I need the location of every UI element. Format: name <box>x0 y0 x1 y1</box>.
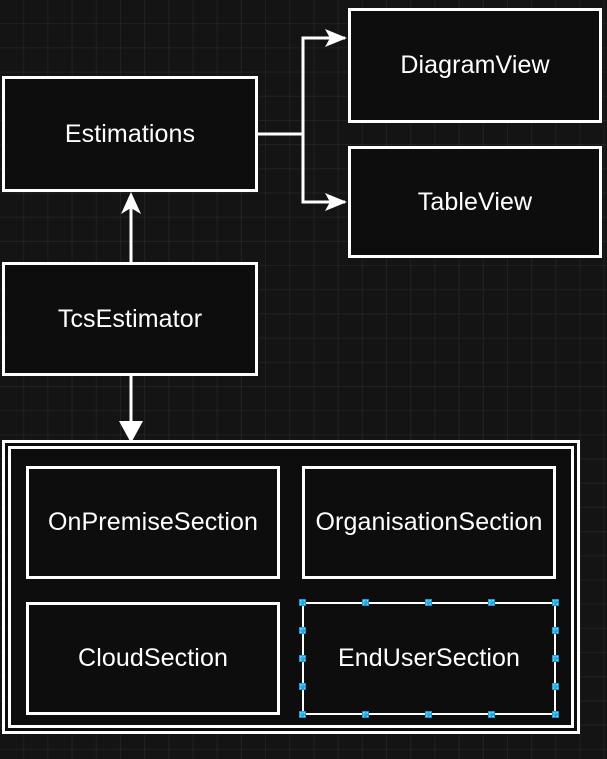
resize-handle[interactable] <box>298 598 306 606</box>
resize-handle[interactable] <box>298 626 306 634</box>
node-organisation-section[interactable]: OrganisationSection <box>302 466 556 579</box>
arrowhead-up-icon <box>121 192 141 214</box>
node-label: Estimations <box>64 119 196 148</box>
edge-tcs-estimator-to-sections-group[interactable] <box>119 376 143 443</box>
node-estimations[interactable]: Estimations <box>2 76 258 192</box>
node-label: TableView <box>417 187 533 216</box>
node-label: EndUserSection <box>337 644 521 672</box>
resize-handle[interactable] <box>298 654 306 662</box>
node-diagram-view[interactable]: DiagramView <box>348 8 602 123</box>
edge-path <box>301 134 345 204</box>
node-end-user-section[interactable]: EndUserSection <box>302 602 556 715</box>
edge-estimations-to-table-view[interactable] <box>301 134 347 211</box>
node-cloud-section[interactable]: CloudSection <box>26 602 280 715</box>
node-label: OrganisationSection <box>315 508 543 536</box>
arrowhead-down-icon <box>119 421 143 443</box>
resize-handle[interactable] <box>551 626 559 634</box>
resize-handle[interactable] <box>551 710 559 718</box>
arrowhead-open-icon <box>325 29 347 47</box>
resize-handle[interactable] <box>425 598 432 606</box>
node-tcs-estimator[interactable]: TcsEstimator <box>2 262 258 376</box>
node-table-view[interactable]: TableView <box>348 146 602 258</box>
node-label: OnPremiseSection <box>47 508 259 536</box>
resize-handle[interactable] <box>361 598 369 606</box>
node-label: DiagramView <box>400 51 550 79</box>
arrowhead-open-icon <box>325 193 347 211</box>
node-on-premise-section[interactable]: OnPremiseSection <box>26 466 280 579</box>
resize-handle[interactable] <box>488 710 496 718</box>
node-label: TcsEstimator <box>57 304 203 333</box>
node-label: CloudSection <box>78 644 228 672</box>
resize-handle[interactable] <box>298 710 306 718</box>
edge-path <box>258 36 345 136</box>
resize-handle[interactable] <box>551 682 559 690</box>
resize-handle[interactable] <box>551 598 559 606</box>
edge-tcs-estimator-to-estimations[interactable] <box>121 192 141 262</box>
resize-handle[interactable] <box>488 598 496 606</box>
resize-handle[interactable] <box>298 682 306 690</box>
resize-handle[interactable] <box>425 710 432 718</box>
edge-estimations-to-diagram-view[interactable] <box>258 29 347 136</box>
resize-handle[interactable] <box>361 710 369 718</box>
resize-handle[interactable] <box>551 654 559 662</box>
